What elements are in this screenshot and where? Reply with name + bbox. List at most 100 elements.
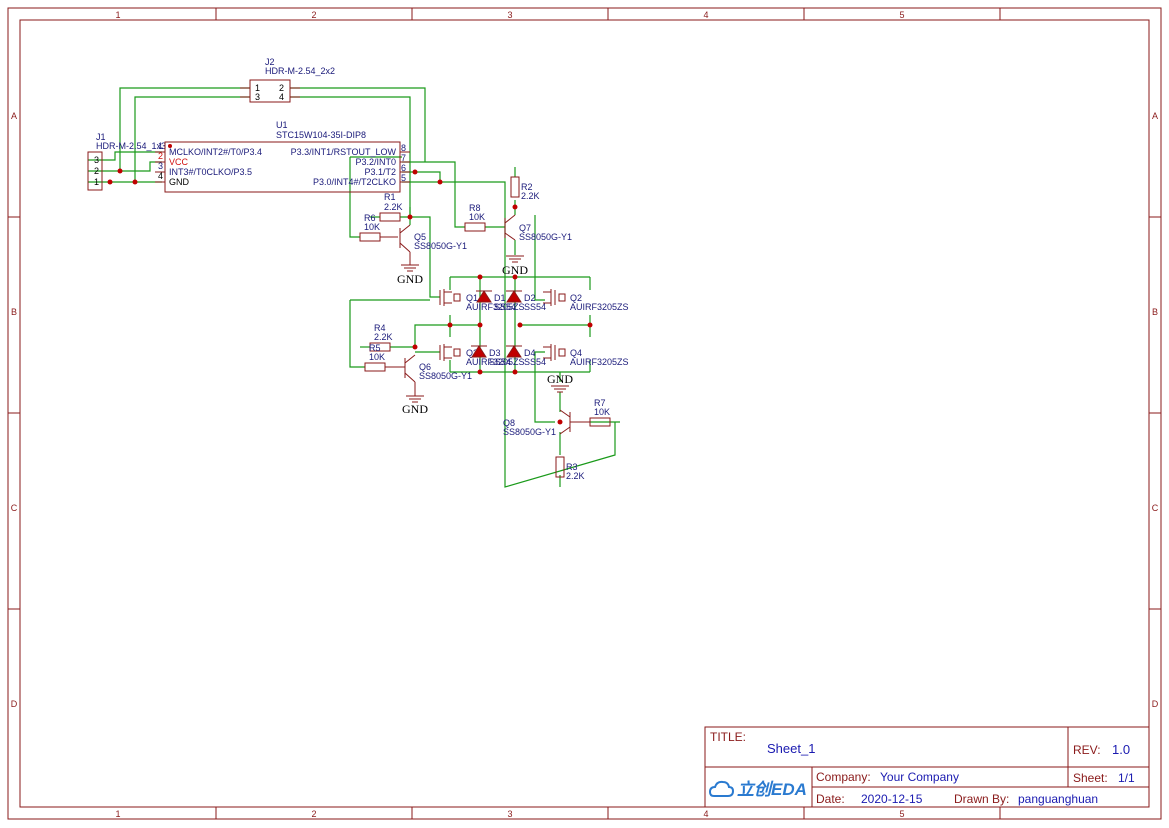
transistor-q6[interactable]: Q6 SS8050G-Y1 bbox=[404, 354, 472, 396]
mosfet-q1[interactable]: Q1 AUIRF3205ZS bbox=[439, 289, 525, 312]
u1-pin1-marker bbox=[168, 144, 172, 148]
sheet-frame bbox=[7, 7, 1162, 820]
r6-ref: R6 bbox=[364, 213, 376, 223]
zone-top-4: 4 bbox=[703, 10, 708, 20]
u1-pin8-name: P3.3/INT1/RSTOUT_LOW bbox=[291, 147, 397, 157]
resistor-r4[interactable]: R4 2.2K bbox=[369, 323, 393, 352]
mosfet-q2[interactable]: Q2 AUIRF3205ZS bbox=[543, 289, 629, 312]
r7-value: 10K bbox=[594, 407, 610, 417]
drawn-by-label: Drawn By: bbox=[954, 792, 1009, 806]
ic-u1[interactable]: U1 STC15W104-35I-DIP8 MCLKO/INT2#/T0/P3.… bbox=[155, 120, 410, 193]
r4-value: 2.2K bbox=[374, 332, 393, 342]
zone-top-2: 2 bbox=[311, 10, 316, 20]
cloud-icon bbox=[708, 780, 735, 797]
q5-value: SS8050G-Y1 bbox=[414, 241, 467, 251]
mosfet-q3[interactable]: Q3 AUIRF3205ZS bbox=[439, 344, 525, 367]
date-label: Date: bbox=[816, 792, 845, 806]
r1-ref: R1 bbox=[384, 192, 396, 202]
junction bbox=[557, 419, 563, 425]
junction bbox=[587, 322, 593, 328]
u1-pin4-num: 4 bbox=[158, 171, 163, 181]
zone-top-5: 5 bbox=[899, 10, 904, 20]
zone-bottom-4: 4 bbox=[703, 809, 708, 819]
d3-ref: D3 bbox=[489, 348, 501, 358]
diode-d2[interactable]: D2 SS54 bbox=[506, 290, 546, 312]
r7-ref: R7 bbox=[594, 398, 606, 408]
logo-text: 立创EDA bbox=[737, 780, 807, 799]
rev-label: REV: bbox=[1073, 743, 1101, 757]
j1-ref: J1 bbox=[96, 132, 106, 142]
j2-pin1: 1 bbox=[255, 83, 260, 93]
u1-pin7-name: P3.2/INT0 bbox=[355, 157, 396, 167]
zone-left-c: C bbox=[11, 503, 18, 513]
zone-right-b: B bbox=[1152, 307, 1158, 317]
transistor-q5[interactable]: Q5 SS8050G-Y1 bbox=[399, 224, 467, 265]
d3-value: SS54 bbox=[489, 357, 511, 367]
resistor-r3[interactable]: R3 2.2K bbox=[555, 456, 585, 481]
wires bbox=[88, 87, 620, 488]
r2-value: 2.2K bbox=[521, 191, 540, 201]
zone-labels-top: 1 2 3 4 5 bbox=[115, 10, 904, 20]
gnd-symbol-4: GND bbox=[547, 372, 573, 393]
resistor-r2[interactable]: R2 2.2K bbox=[510, 176, 540, 201]
resistor-r6[interactable]: R6 10K bbox=[359, 213, 398, 242]
connector-j1[interactable]: J1 HDR-M-2.54_1x3 3 2 1 bbox=[87, 132, 166, 191]
u1-pin6-num: 6 bbox=[401, 163, 406, 173]
r5-ref: R5 bbox=[369, 343, 381, 353]
resistor-r5[interactable]: R5 10K bbox=[364, 343, 405, 372]
zone-bottom-1: 1 bbox=[115, 809, 120, 819]
j2-pin4: 4 bbox=[279, 92, 284, 102]
u1-pin4-name: GND bbox=[169, 177, 190, 187]
company-value: Your Company bbox=[880, 770, 959, 784]
junction bbox=[412, 169, 418, 175]
gnd-symbol-2: GND bbox=[502, 255, 528, 277]
sheet-value: 1/1 bbox=[1118, 771, 1135, 785]
j1-value: HDR-M-2.54_1x3 bbox=[96, 141, 166, 151]
j2-value: HDR-M-2.54_2x2 bbox=[265, 66, 335, 76]
mosfet-q4[interactable]: Q4 AUIRF3205ZS bbox=[543, 344, 629, 367]
title-value: Sheet_1 bbox=[767, 741, 815, 756]
d1-ref: D1 bbox=[494, 293, 506, 303]
zone-right-d: D bbox=[1152, 699, 1159, 709]
diode-d3[interactable]: D3 SS54 bbox=[471, 345, 511, 367]
zone-left-a: A bbox=[11, 111, 17, 121]
diode-d4[interactable]: D4 SS54 bbox=[506, 345, 546, 367]
gnd-label: GND bbox=[502, 263, 528, 277]
title-label: TITLE: bbox=[710, 730, 746, 744]
q6-value: SS8050G-Y1 bbox=[419, 371, 472, 381]
u1-pin5-name: P3.0/INT4#/T2CLKO bbox=[313, 177, 396, 187]
u1-ref: U1 bbox=[276, 120, 288, 130]
resistor-r7[interactable]: R7 10K bbox=[570, 398, 611, 427]
u1-pin7-num: 7 bbox=[401, 153, 406, 163]
junction bbox=[477, 274, 483, 280]
resistor-r1[interactable]: R1 2.2K bbox=[379, 192, 403, 222]
d1-value: SS54 bbox=[494, 302, 516, 312]
j2-pin3: 3 bbox=[255, 92, 260, 102]
q3-value: AUIRF3205ZS bbox=[466, 357, 525, 367]
u1-pin3-num: 3 bbox=[158, 161, 163, 171]
r2-ref: R2 bbox=[521, 182, 533, 192]
j2-ref: J2 bbox=[265, 57, 275, 67]
zone-bottom-2: 2 bbox=[311, 809, 316, 819]
j1-pin1: 1 bbox=[94, 177, 99, 187]
junction bbox=[117, 168, 123, 174]
easyeda-logo: 立创EDA bbox=[708, 780, 807, 799]
r3-ref: R3 bbox=[566, 462, 578, 472]
q3-ref: Q3 bbox=[466, 348, 478, 358]
q6-ref: Q6 bbox=[419, 362, 431, 372]
junction bbox=[107, 179, 113, 185]
resistor-r8[interactable]: R8 10K bbox=[464, 203, 486, 232]
junction bbox=[512, 204, 518, 210]
r4-ref: R4 bbox=[374, 323, 386, 333]
transistor-q7[interactable]: Q7 SS8050G-Y1 bbox=[504, 214, 572, 242]
diode-d1[interactable]: D1 SS54 bbox=[476, 290, 516, 312]
u1-pin6-name: P3.1/T2 bbox=[364, 167, 396, 177]
junction bbox=[512, 274, 518, 280]
zone-labels-bottom: 1 2 3 4 5 bbox=[115, 809, 904, 819]
connector-j2[interactable]: J2 HDR-M-2.54_2x2 1 2 3 4 bbox=[240, 57, 335, 103]
q1-value: AUIRF3205ZS bbox=[466, 302, 525, 312]
u1-pin1-num: 1 bbox=[158, 141, 163, 151]
junction bbox=[517, 322, 523, 328]
gnd-label: GND bbox=[397, 272, 423, 286]
u1-pin5-num: 5 bbox=[401, 173, 406, 183]
